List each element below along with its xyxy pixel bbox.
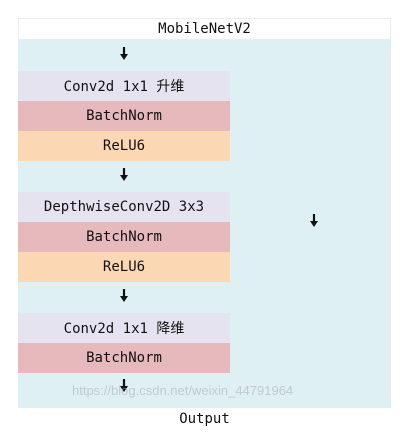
diagram-title: MobileNetV2	[18, 18, 391, 40]
batchnorm-layer-1: BatchNorm	[18, 101, 230, 131]
down-arrow-icon	[117, 378, 131, 394]
conv2d-project-layer: Conv2d 1x1 降维	[18, 313, 230, 343]
conv2d-expand-layer: Conv2d 1x1 升维	[18, 71, 230, 101]
mobilenetv2-diagram: MobileNetV2 Output Conv2d 1x1 升维 BatchNo…	[18, 18, 391, 430]
down-arrow-icon	[117, 46, 131, 62]
shortcut-down-arrow-icon	[307, 213, 321, 229]
down-arrow-icon	[117, 167, 131, 183]
relu6-layer-2: ReLU6	[18, 252, 230, 282]
down-arrow-icon	[117, 288, 131, 304]
output-label: Output	[18, 408, 391, 430]
batchnorm-layer-2: BatchNorm	[18, 222, 230, 252]
relu6-layer-1: ReLU6	[18, 131, 230, 161]
depthwise-conv-layer: DepthwiseConv2D 3x3	[18, 192, 230, 222]
watermark-text: https://blog.csdn.net/weixin_44791964	[72, 383, 294, 398]
batchnorm-layer-3: BatchNorm	[18, 343, 230, 373]
